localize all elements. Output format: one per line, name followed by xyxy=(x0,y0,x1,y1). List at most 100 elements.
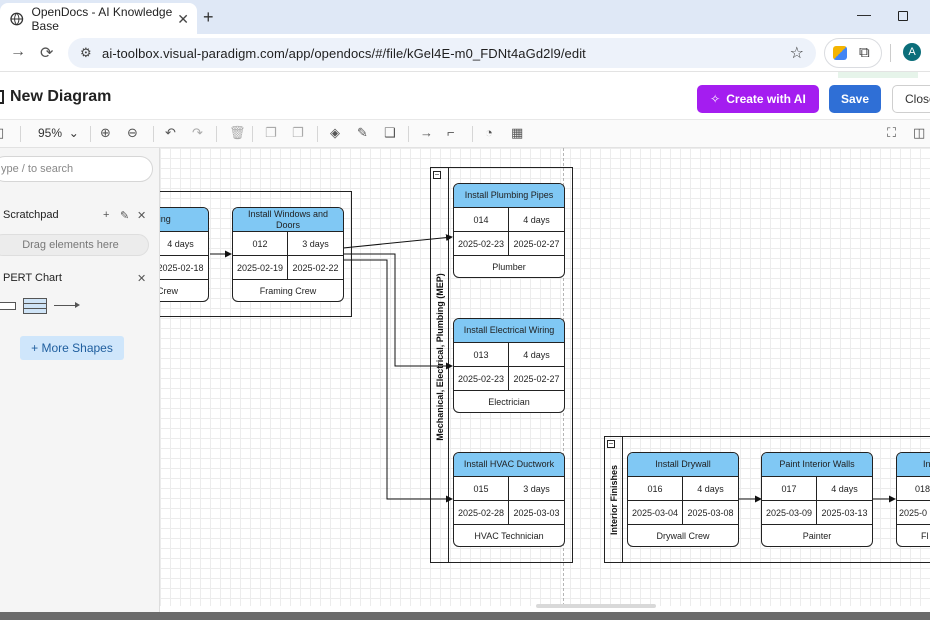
node-title: Install Electrical Wiring xyxy=(454,319,564,343)
reload-icon[interactable]: ⟳ xyxy=(40,43,53,63)
horizontal-scrollbar[interactable] xyxy=(536,604,656,608)
node-duration: 3 days xyxy=(509,477,564,501)
insert-table-icon[interactable]: ▦ xyxy=(511,125,523,141)
rectangle-shape[interactable] xyxy=(0,302,16,310)
toolbar-divider xyxy=(252,126,253,142)
node-title: Ins xyxy=(897,453,930,477)
connector-icon[interactable]: → xyxy=(420,125,433,140)
node-resource: Electrician xyxy=(454,391,564,413)
close-icon[interactable]: ✕ xyxy=(137,209,146,222)
fill-color-icon[interactable]: ◈ xyxy=(330,125,340,141)
node-id: 017 xyxy=(762,477,817,501)
document-title[interactable]: New Diagram xyxy=(10,88,111,106)
pert-node[interactable]: Install HVAC Ductwork 0153 days 2025-02-… xyxy=(453,452,565,547)
delete-icon[interactable]: 🗑 xyxy=(229,125,246,141)
pert-node[interactable]: Install Drywall 0164 days 2025-03-042025… xyxy=(627,452,739,547)
undo-icon[interactable]: ↶ xyxy=(165,125,176,141)
node-duration: 4 days xyxy=(817,477,872,501)
node-duration: 4 days xyxy=(509,343,564,367)
scratchpad-title[interactable]: Scratchpad xyxy=(3,209,59,221)
node-title: Paint Interior Walls xyxy=(762,453,872,477)
node-start: 2025-02-23 xyxy=(454,232,509,256)
pert-chart-title[interactable]: PERT Chart xyxy=(3,272,62,284)
bottom-bar xyxy=(0,612,930,620)
browser-tab[interactable]: OpenDocs - AI Knowledge Base ✕ xyxy=(0,3,197,34)
toolbar-divider xyxy=(216,126,217,142)
node-resource: Fl xyxy=(897,525,930,547)
scratchpad-drop-zone[interactable]: Drag elements here xyxy=(0,234,149,256)
toolbar-divider xyxy=(90,126,91,142)
node-start: 2025-02-23 xyxy=(454,367,509,391)
waypoints-icon[interactable]: ⌐ xyxy=(447,125,455,140)
shape-search-input[interactable]: ype / to search xyxy=(0,156,153,182)
browser-tab-strip: OpenDocs - AI Knowledge Base ✕ + — xyxy=(0,0,930,34)
pert-node[interactable]: Install Electrical Wiring 0134 days 2025… xyxy=(453,318,565,413)
close-icon[interactable]: ✕ xyxy=(137,272,146,285)
arrow-shape[interactable] xyxy=(54,305,78,306)
zoom-in-icon[interactable]: ⊕ xyxy=(100,125,111,141)
panel-toggle-icon[interactable]: ▯ xyxy=(0,125,4,141)
more-shapes-button[interactable]: + More Shapes xyxy=(20,336,124,360)
toolbar-divider xyxy=(890,44,891,62)
node-duration: 4 days xyxy=(160,232,208,256)
zoom-select[interactable]: 95% ⌄ xyxy=(38,126,79,140)
insert-shape-icon[interactable]: ◔ xyxy=(485,125,493,140)
close-tab-icon[interactable]: ✕ xyxy=(177,11,189,28)
line-color-icon[interactable]: ✎ xyxy=(357,125,368,141)
pert-node[interactable]: or Siding 4 days 2025-02-18 Crew xyxy=(160,207,209,302)
node-title: Install Windows and Doors xyxy=(233,208,343,232)
format-panel-icon[interactable]: ◫ xyxy=(913,125,925,141)
sidebar-toggle-icon[interactable] xyxy=(0,90,4,104)
node-duration: 3 days xyxy=(288,232,343,256)
node-resource: Painter xyxy=(762,525,872,547)
pert-node-shape[interactable] xyxy=(23,298,47,314)
create-ai-label: Create with AI xyxy=(726,92,806,106)
add-icon[interactable]: + xyxy=(103,209,109,221)
zoom-out-icon[interactable]: ⊖ xyxy=(127,125,138,141)
toolbar-divider xyxy=(20,126,21,142)
node-id: 013 xyxy=(454,343,509,367)
redo-icon[interactable]: ↷ xyxy=(192,125,203,141)
node-start: 2025-03-09 xyxy=(762,501,817,525)
fullscreen-icon[interactable]: ⛶ xyxy=(887,125,896,141)
puzzle-icon[interactable]: ⧉ xyxy=(859,44,870,61)
bookmark-star-icon[interactable]: ☆ xyxy=(790,43,804,63)
forward-icon[interactable]: → xyxy=(10,43,26,61)
node-resource: Framing Crew xyxy=(233,280,343,302)
to-front-icon[interactable]: ❐ xyxy=(265,125,277,141)
maximize-icon[interactable] xyxy=(898,11,908,21)
node-duration: 4 days xyxy=(509,208,564,232)
address-bar[interactable]: ⚙ ai-toolbox.visual-paradigm.com/app/ope… xyxy=(68,38,816,68)
extension-icon[interactable] xyxy=(833,46,847,60)
pert-node[interactable]: Paint Interior Walls 0174 days 2025-03-0… xyxy=(761,452,873,547)
site-info-icon[interactable]: ⚙ xyxy=(80,45,92,61)
collapse-icon[interactable]: − xyxy=(433,171,441,179)
create-with-ai-button[interactable]: ✧ Create with AI xyxy=(697,85,819,113)
node-id: 016 xyxy=(628,477,683,501)
close-button[interactable]: Close xyxy=(892,85,930,113)
pert-node[interactable]: Install Plumbing Pipes 0144 days 2025-02… xyxy=(453,183,565,278)
node-title: Install Drywall xyxy=(628,453,738,477)
edit-icon[interactable]: ✎ xyxy=(120,209,129,222)
toolbar-divider xyxy=(153,126,154,142)
sparkle-icon: ✧ xyxy=(710,92,720,106)
pert-node[interactable]: Ins 018 2025-0 Fl xyxy=(896,452,930,547)
to-back-icon[interactable]: ❐ xyxy=(292,125,304,141)
lane-label: Interior Finishes xyxy=(609,446,619,554)
pert-node[interactable]: Install Windows and Doors 0123 days 2025… xyxy=(232,207,344,302)
save-button[interactable]: Save xyxy=(829,85,881,113)
tab-title: OpenDocs - AI Knowledge Base xyxy=(32,5,197,33)
header-accent xyxy=(838,72,918,78)
node-end: 2025-02-22 xyxy=(288,256,343,280)
node-resource: Plumber xyxy=(454,256,564,278)
node-id: 014 xyxy=(454,208,509,232)
profile-avatar[interactable]: A xyxy=(903,43,921,61)
node-end: 2025-02-27 xyxy=(509,232,564,256)
globe-icon xyxy=(10,12,24,26)
minimize-icon[interactable]: — xyxy=(857,6,871,22)
diagram-canvas[interactable]: − Mechanical, Electrical, Plumbing (MEP)… xyxy=(160,148,930,606)
shadow-icon[interactable]: ❑ xyxy=(384,125,396,141)
node-start: 2025-0 xyxy=(897,501,930,525)
new-tab-icon[interactable]: + xyxy=(203,7,214,28)
node-resource: Crew xyxy=(160,280,208,302)
